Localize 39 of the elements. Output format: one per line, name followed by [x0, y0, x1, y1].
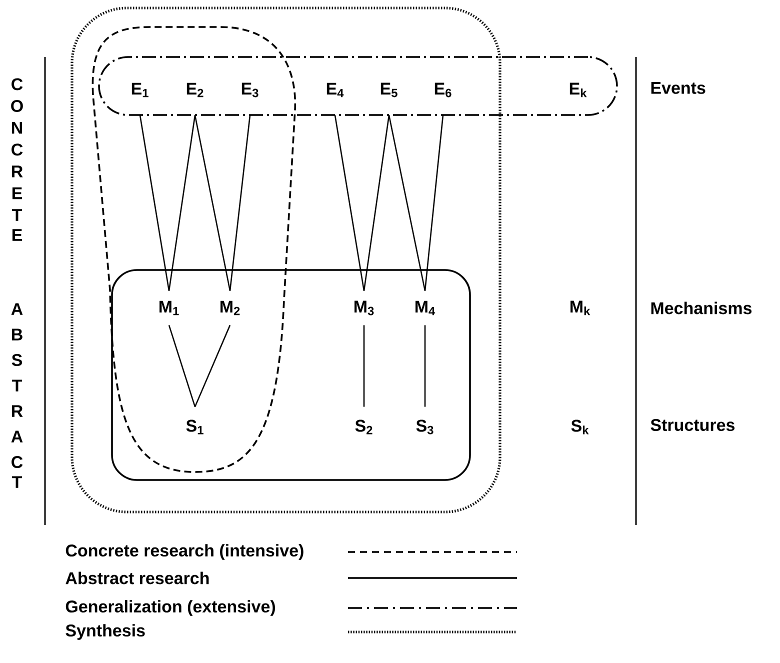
rounded-outline: [98, 56, 618, 116]
level-label: Structures: [650, 418, 735, 432]
connector-line: [388, 115, 426, 291]
connector-line: [363, 325, 365, 407]
node-label: M$_{3}$: [354, 300, 374, 316]
node-label: S$_{k}$: [571, 420, 589, 434]
connector-line: [139, 115, 170, 291]
level-label: Events: [651, 82, 706, 94]
legend-entry: Generalization (extensive): [66, 600, 517, 616]
node-label: E$_{1}$: [132, 82, 148, 98]
node-label: E$_{3}$: [242, 82, 258, 98]
rounded-outline: [111, 269, 471, 481]
connector-line: [168, 115, 196, 291]
legend-entry: Concrete research (intensive): [66, 544, 517, 560]
node-label: E$_{6}$: [434, 82, 452, 98]
node-label: S$_{1}$: [186, 420, 204, 434]
node-label: E$_{5}$: [380, 82, 398, 98]
vertical-label: ABSTRACT: [11, 303, 23, 488]
connector-line: [363, 115, 390, 291]
node-label: S$_{3}$: [416, 420, 434, 434]
connector-line: [194, 115, 231, 291]
node-label: M$_{4}$: [416, 300, 436, 316]
legend-entry: Synthesis: [66, 624, 517, 640]
connector-line: [168, 325, 196, 407]
node-label: E$_{2}$: [186, 82, 204, 98]
node-label: M$_{1}$: [160, 300, 179, 316]
node-label: M$_{2}$: [220, 300, 240, 316]
node-label: E$_{k}$: [570, 82, 587, 98]
connector-line: [334, 115, 365, 291]
node-label: S$_{2}$: [355, 420, 372, 434]
level-label: Mechanisms: [651, 302, 752, 314]
legend-entry: Abstract research: [66, 572, 517, 584]
connector-line: [229, 115, 251, 291]
connector-line: [194, 324, 231, 408]
connector-line: [424, 325, 426, 407]
node-label: M$_{k}$: [570, 300, 590, 316]
node-label: E$_{4}$: [326, 82, 344, 98]
vertical-label: CONCRETE: [11, 78, 23, 241]
rounded-outline: [70, 6, 502, 514]
